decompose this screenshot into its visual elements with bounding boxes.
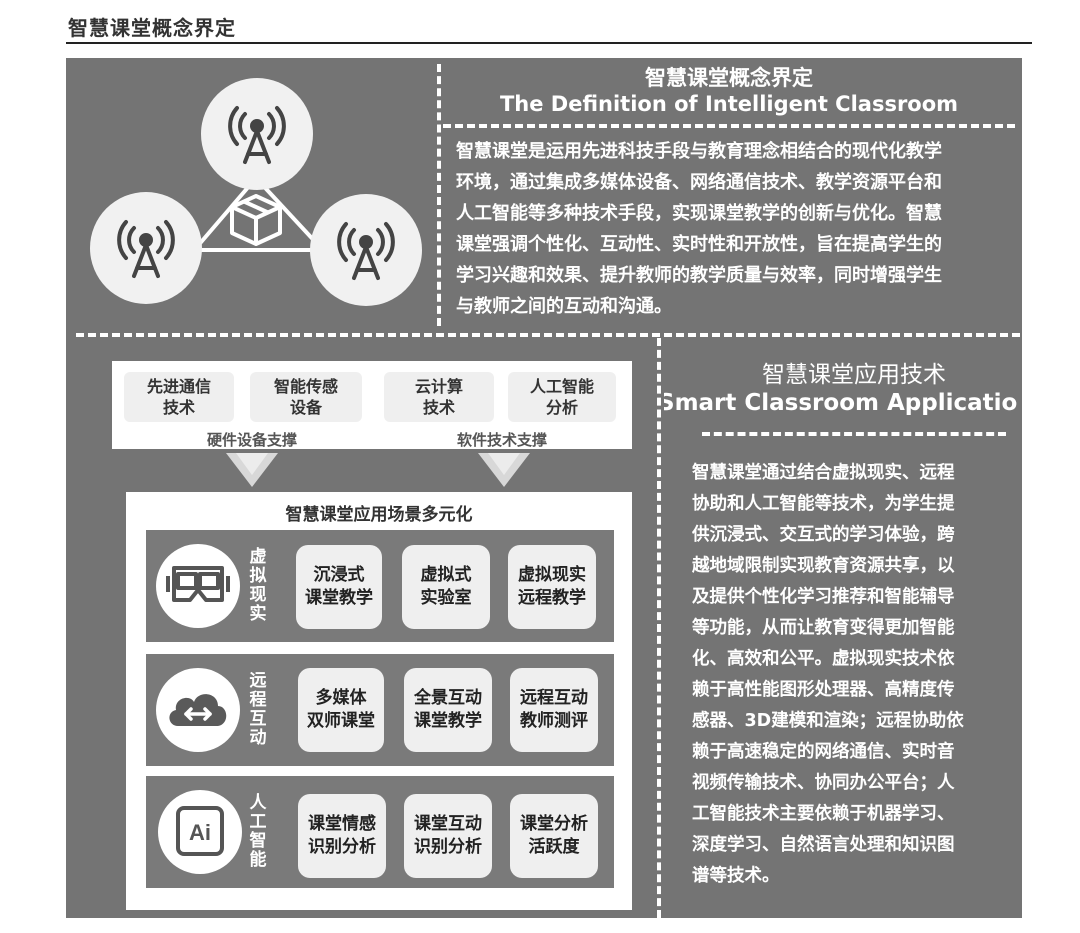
scenario-label: 远程互动 [249,671,267,748]
title-rule [66,42,1032,44]
scenario-chip: 课堂分析活跃度 [510,794,598,878]
vr-headset-icon [166,566,230,602]
application-line: 赖于高性能图形处理器、高精度传 [692,680,955,700]
application-line: 化、高效和公平。虚拟现实技术依 [692,649,955,669]
application-title-cn: 智慧课堂应用技术 [762,362,946,388]
tech-chip: 云计算技术 [384,372,494,422]
definition-title-cn: 智慧课堂概念界定 [645,66,813,90]
application-title-en-clip: Smart Classroom Applicatio [664,388,1022,428]
application-line: 工智能技术主要依赖于机器学习、 [692,804,955,824]
tech-chip: 先进通信技术 [124,372,234,422]
definition-line: 与教师之间的互动和沟通。 [456,296,672,317]
application-line: 谱等技术。 [692,866,780,886]
divider-under-application-title [702,432,1006,436]
software-support-label: 软件技术支撑 [456,431,547,449]
scenario-chip: 虚拟现实远程教学 [508,545,596,629]
ai-icon-circle: Ai [158,790,242,874]
tech-chip: 人工智能分析 [508,372,616,422]
horizontal-divider-middle [76,333,1020,337]
application-line: 智慧课堂通过结合虚拟现实、远程 [692,463,955,483]
remote-icon-circle [156,668,240,752]
vertical-divider-bottom [657,338,661,918]
scenarios-title: 智慧课堂应用场景多元化 [285,505,473,525]
definition-title-en: The Definition of Intelligent Classroom [499,92,959,116]
application-line: 协助和人工智能等技术，为学生提 [692,494,955,514]
cloud-sync-icon [169,694,227,726]
vertical-divider-top [437,64,441,326]
definition-line: 课堂强调个性化、互动性、实时性和开放性，旨在提高学生的 [456,234,942,255]
scenario-chip: 课堂互动识别分析 [404,794,492,878]
definition-line: 环境，通过集成多媒体设备、网络通信技术、教学资源平台和 [456,172,942,193]
svg-text:Ai: Ai [189,820,211,845]
vr-icon-circle [156,544,240,628]
application-line: 深度学习、自然语言处理和知识图 [692,835,955,855]
application-line: 视频传输技术、协同办公平台；人 [692,773,955,793]
scenario-chip: 沉浸式课堂教学 [296,545,382,629]
application-line: 供沉浸式、交互式的学习体验，跨 [692,525,955,545]
scenario-label: 虚拟现实 [249,547,267,624]
antenna-node-top [201,78,313,190]
definition-line: 学习兴趣和效果、提升教师的教学质量与效率，同时增强学生 [456,265,942,286]
scenario-chip: 课堂情感识别分析 [298,794,386,878]
application-paragraph: 智慧课堂通过结合虚拟现实、远程 协助和人工智能等技术，为学生提 供沉浸式、交互式… [692,458,1010,892]
application-line: 越地域限制实现教育资源共享，以 [692,556,955,576]
down-arrow-icon [226,453,278,487]
application-line: 及提供个性化学习推荐和智能辅导 [692,587,955,607]
scenario-chip: 多媒体双师课堂 [298,668,384,752]
scenario-label: 人工智能 [249,793,267,870]
scenario-chip: 远程互动教师测评 [510,668,598,752]
definition-line: 人工智能等多种技术手段，实现课堂教学的创新与优化。智慧 [456,203,942,224]
antenna-node-left [90,192,202,304]
definition-paragraph: 智慧课堂是运用先进科技手段与教育理念相结合的现代化教学 环境，通过集成多媒体设备… [456,136,1016,322]
application-line: 赖于高速稳定的网络通信、实时音 [692,742,955,762]
divider-under-definition-title [443,124,1015,128]
application-title-en: Smart Classroom Applicatio [664,390,1018,416]
network-lines [194,176,323,252]
hardware-support-label: 硬件设备支撑 [206,431,297,449]
page-title: 智慧课堂概念界定 [68,16,236,40]
ai-chip-icon: Ai [176,806,224,856]
scenario-chip: 全景互动课堂教学 [404,668,492,752]
cube-icon [230,194,282,246]
antenna-node-right [310,194,422,306]
application-line: 感器、3D建模和渲染；远程协助依 [692,711,964,731]
application-line: 等功能，从而让教育变得更加智能 [692,618,955,638]
antenna-icon [228,106,286,164]
definition-line: 智慧课堂是运用先进科技手段与教育理念相结合的现代化教学 [456,141,942,162]
down-arrow-icon [478,453,530,487]
tech-chip: 智能传感设备 [250,372,362,422]
antenna-icon [337,222,395,280]
scenario-chip: 虚拟式实验室 [402,545,490,629]
antenna-icon [117,220,175,278]
